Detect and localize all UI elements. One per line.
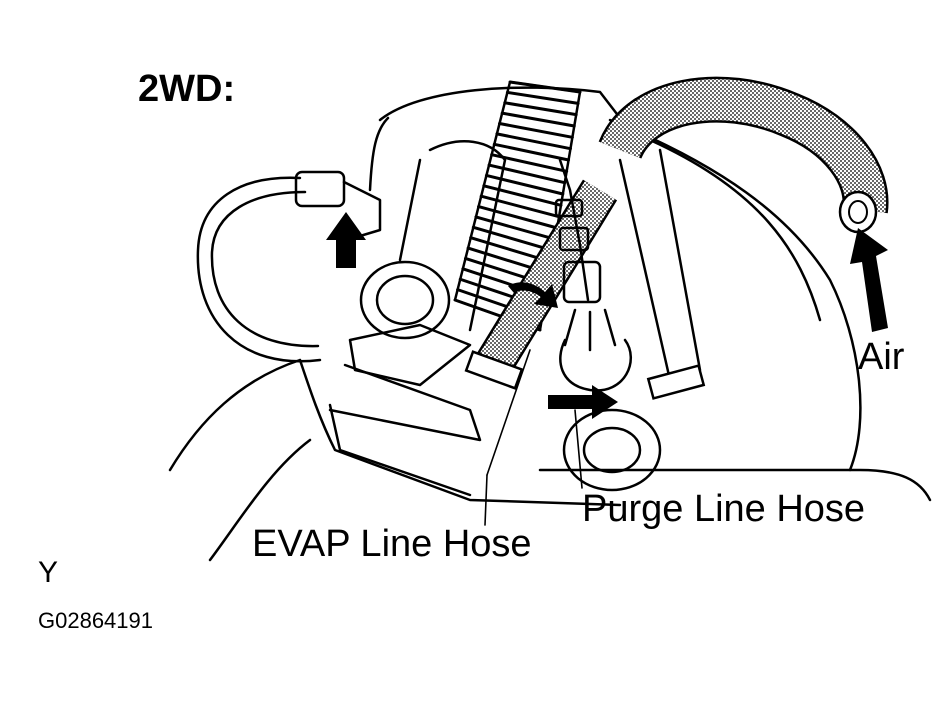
air-flow-arrow	[850, 228, 888, 332]
tube-rib	[479, 194, 561, 219]
tube-rib	[490, 153, 569, 173]
pull-up-arrow	[326, 212, 366, 268]
purge-line-hose-label: Purge Line Hose	[582, 488, 866, 530]
evap-line-hose-label: EVAP Line Hose	[252, 523, 532, 565]
tube-rib	[484, 173, 565, 196]
tube-rib	[482, 184, 563, 207]
tube-rib	[505, 90, 580, 105]
leader-lines	[484, 349, 583, 526]
tube-rib	[477, 205, 559, 230]
tube-rib	[471, 225, 555, 253]
tube-rib	[508, 80, 582, 94]
air-hose	[598, 76, 889, 382]
purge-connector	[554, 158, 617, 352]
tube-rib	[495, 132, 572, 151]
tube-rib	[500, 111, 576, 128]
figure-code: G02864191	[38, 608, 153, 633]
tube-rib	[474, 215, 557, 241]
view-letter: Y	[38, 556, 59, 589]
pump-assembly	[348, 140, 662, 492]
tube-rib	[503, 101, 578, 117]
fuel-tank-outline	[168, 86, 932, 562]
drive-type-title: 2WD:	[138, 68, 236, 110]
disconnect-arrow-right	[548, 385, 618, 419]
evap-line-hose	[464, 179, 706, 400]
tube-rib	[487, 163, 567, 185]
tube-rib	[498, 122, 574, 139]
air-label: Air	[858, 336, 905, 378]
corrugated-tube	[453, 80, 582, 332]
disconnect-arrow-left	[508, 282, 558, 308]
tube-rib	[492, 142, 571, 162]
wire-harness-loop	[196, 170, 382, 363]
